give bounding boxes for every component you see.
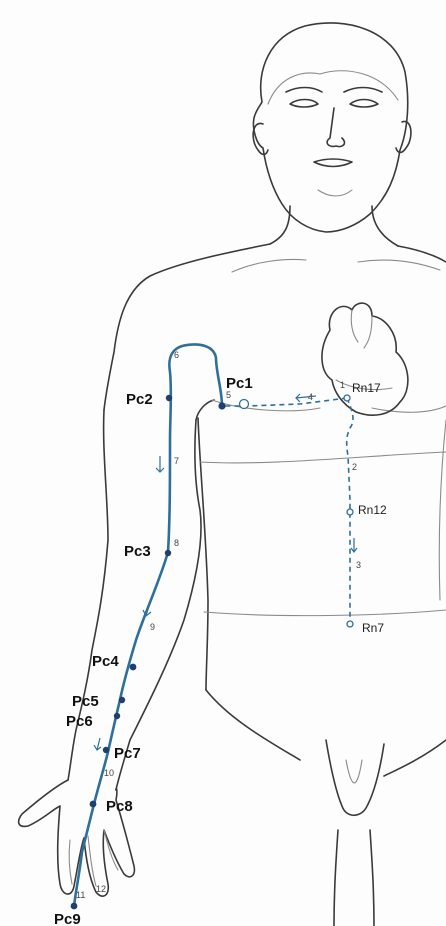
point-marker-pc4 xyxy=(130,664,137,671)
armpit xyxy=(196,400,214,420)
arm-inner-edge xyxy=(116,420,201,790)
hip-line xyxy=(206,690,300,760)
seq-number-1: 1 xyxy=(340,380,345,390)
seq-number-4: 4 xyxy=(308,392,313,402)
clavicle-left xyxy=(232,260,306,273)
point-marker-pc7 xyxy=(103,747,109,753)
flow-arrow-wrist xyxy=(94,738,101,750)
seq-number-3: 3 xyxy=(356,560,361,570)
seq-number-9: 9 xyxy=(150,622,155,632)
seq-number-11: 11 xyxy=(76,890,85,900)
heart-illustration xyxy=(322,303,408,415)
label-pc1: Pc1 xyxy=(226,375,253,392)
point-marker-rn17 xyxy=(344,395,350,401)
point-marker-lung-side xyxy=(240,400,249,409)
point-marker-pc3 xyxy=(165,550,171,556)
seq-number-8: 8 xyxy=(174,538,179,548)
point-marker-pc5 xyxy=(119,697,125,703)
flow-arrow-upperarm xyxy=(156,456,164,472)
label-pc9: Pc9 xyxy=(54,911,81,926)
left-leg-inner xyxy=(334,830,338,926)
point-marker-pc6 xyxy=(114,713,120,719)
label-rn7: Rn7 xyxy=(362,621,384,635)
seq-number-12: 12 xyxy=(96,884,106,894)
hairline xyxy=(268,71,398,104)
label-pc6: Pc6 xyxy=(66,713,93,730)
heart-outline xyxy=(322,303,408,415)
point-marker-pc9 xyxy=(71,903,78,910)
mouth xyxy=(314,159,352,167)
seq-number-6: 6 xyxy=(174,350,179,360)
sequence-numbers: 1 2 3 4 5 6 7 8 9 10 11 12 xyxy=(76,350,361,900)
finger-lines xyxy=(69,830,118,886)
left-eyebrow xyxy=(286,88,322,93)
label-pc8: Pc8 xyxy=(106,798,133,815)
left-eye xyxy=(290,100,318,108)
label-pc5: Pc5 xyxy=(72,693,99,710)
body-outline xyxy=(19,23,446,926)
meridian-path xyxy=(74,345,357,907)
label-pc2: Pc2 xyxy=(126,391,153,408)
point-marker-rn7 xyxy=(347,621,353,627)
neck-right xyxy=(372,206,398,246)
groin-outline xyxy=(326,740,384,815)
right-eyebrow xyxy=(344,88,382,93)
label-pc3: Pc3 xyxy=(124,543,151,560)
label-pc7: Pc7 xyxy=(114,745,141,762)
chin xyxy=(318,190,352,196)
chest-line xyxy=(200,452,446,463)
point-marker-pc2 xyxy=(166,395,172,401)
label-rn17: Rn17 xyxy=(352,381,381,395)
hip-line-right xyxy=(384,740,446,776)
flow-arrow-abdomen xyxy=(351,538,357,552)
point-marker-pc8 xyxy=(90,801,97,808)
label-rn12: Rn12 xyxy=(358,503,387,517)
right-leg-inner xyxy=(370,830,374,926)
seq-number-2: 2 xyxy=(352,462,357,472)
nose xyxy=(327,108,344,147)
seq-number-7: 7 xyxy=(174,456,179,466)
point-marker-pc1 xyxy=(218,402,225,409)
left-ear xyxy=(253,123,268,154)
clavicle-right xyxy=(358,260,440,270)
right-torso-edge xyxy=(439,420,446,600)
right-eye xyxy=(350,100,378,108)
seq-number-10: 10 xyxy=(104,768,114,778)
pectoral-right xyxy=(372,406,446,412)
label-pc4: Pc4 xyxy=(92,653,119,670)
waist-line xyxy=(204,610,446,616)
point-marker-rn12 xyxy=(347,509,353,515)
right-shoulder xyxy=(398,246,446,262)
groin-inner xyxy=(346,760,362,783)
